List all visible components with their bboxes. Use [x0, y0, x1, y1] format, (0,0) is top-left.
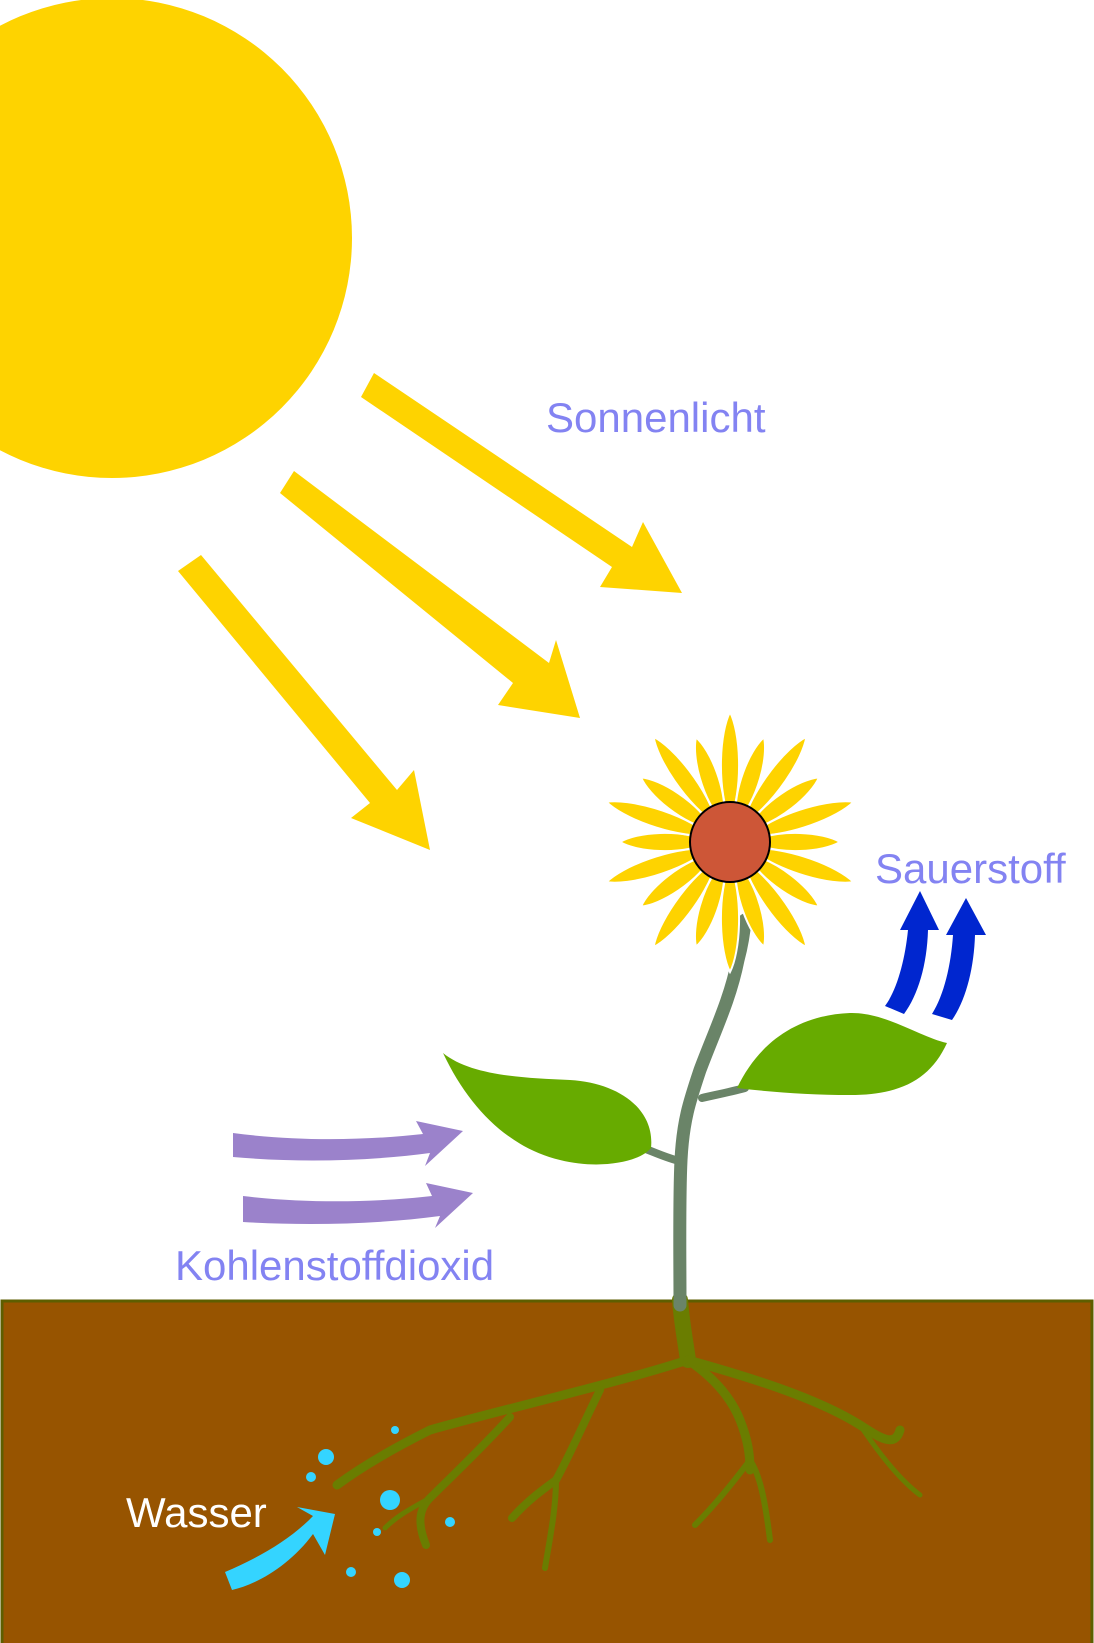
water-droplet — [394, 1572, 410, 1588]
flower-center — [689, 801, 771, 883]
leaves — [443, 1012, 947, 1165]
carbon-dioxide-label: Kohlenstoffdioxid — [175, 1242, 495, 1289]
sunlight-arrows — [178, 373, 682, 850]
petal — [604, 800, 714, 837]
leaf-right — [737, 1012, 947, 1095]
petal — [652, 855, 720, 949]
sunlight-arrow — [280, 471, 580, 718]
water-droplet — [306, 1472, 316, 1482]
petal — [746, 800, 856, 837]
sunlight-label: Sonnenlicht — [546, 394, 766, 441]
sunlight-arrow — [178, 555, 430, 850]
co2-arrow — [233, 1121, 463, 1166]
water-droplet — [445, 1517, 455, 1527]
water-droplet — [373, 1528, 381, 1536]
sunlight-arrow — [361, 373, 682, 593]
oxygen-arrow — [932, 898, 986, 1020]
petal — [652, 735, 720, 829]
sunflower-icon — [604, 709, 856, 975]
water-droplets — [306, 1426, 455, 1588]
oxygen-arrow — [885, 891, 939, 1014]
petal — [740, 735, 808, 829]
leaf-left — [443, 1053, 652, 1165]
water-droplet — [391, 1426, 399, 1434]
water-droplet — [318, 1449, 334, 1465]
co2-arrows — [233, 1121, 473, 1228]
petal — [746, 847, 856, 884]
petal — [694, 735, 726, 826]
petal — [719, 859, 741, 975]
oxygen-arrows — [885, 891, 986, 1020]
soil — [0, 1299, 1094, 1643]
petal — [604, 847, 714, 884]
water-droplet — [346, 1567, 356, 1577]
sun-icon — [0, 0, 352, 478]
stem — [631, 913, 752, 1312]
petal — [740, 855, 808, 949]
water-arrow — [225, 1507, 335, 1590]
water-label: Wasser — [126, 1489, 267, 1536]
oxygen-label: Sauerstoff — [875, 845, 1066, 892]
co2-arrow — [243, 1183, 473, 1228]
water-droplet — [380, 1490, 400, 1510]
petal — [719, 709, 741, 825]
